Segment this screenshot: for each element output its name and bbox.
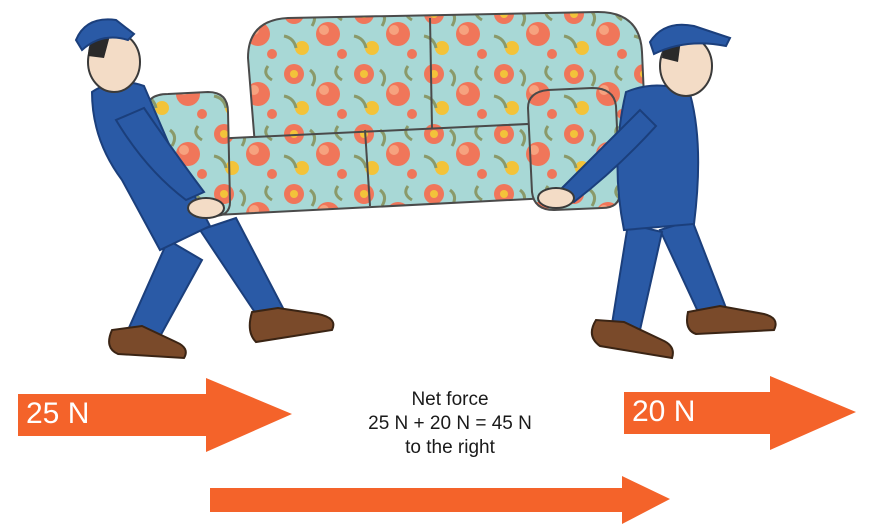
left-mover-hand bbox=[188, 198, 224, 218]
left-mover-shoe-back bbox=[109, 326, 186, 358]
right-mover-hand bbox=[538, 188, 574, 208]
right-mover-shoe-front bbox=[592, 320, 673, 358]
net-force-caption: Net force 25 N + 20 N = 45 N to the righ… bbox=[300, 388, 600, 460]
left-mover-shoe-front bbox=[250, 308, 334, 342]
net-force-arrow bbox=[210, 476, 670, 524]
right-mover-leg-back bbox=[660, 220, 726, 316]
right-mover-shoe-back bbox=[687, 306, 776, 334]
caption-line-2: 25 N + 20 N = 45 N bbox=[300, 412, 600, 436]
right-mover-torso bbox=[617, 85, 698, 230]
left-force-label: 25 N bbox=[26, 397, 89, 431]
right-mover-leg-front bbox=[612, 224, 662, 330]
sofa-seat bbox=[184, 122, 588, 216]
caption-line-3: to the right bbox=[300, 436, 600, 460]
left-mover-leg-front bbox=[200, 218, 284, 320]
caption-line-1: Net force bbox=[300, 388, 600, 412]
right-force-label: 20 N bbox=[632, 395, 695, 429]
left-mover-leg-back bbox=[128, 240, 202, 340]
